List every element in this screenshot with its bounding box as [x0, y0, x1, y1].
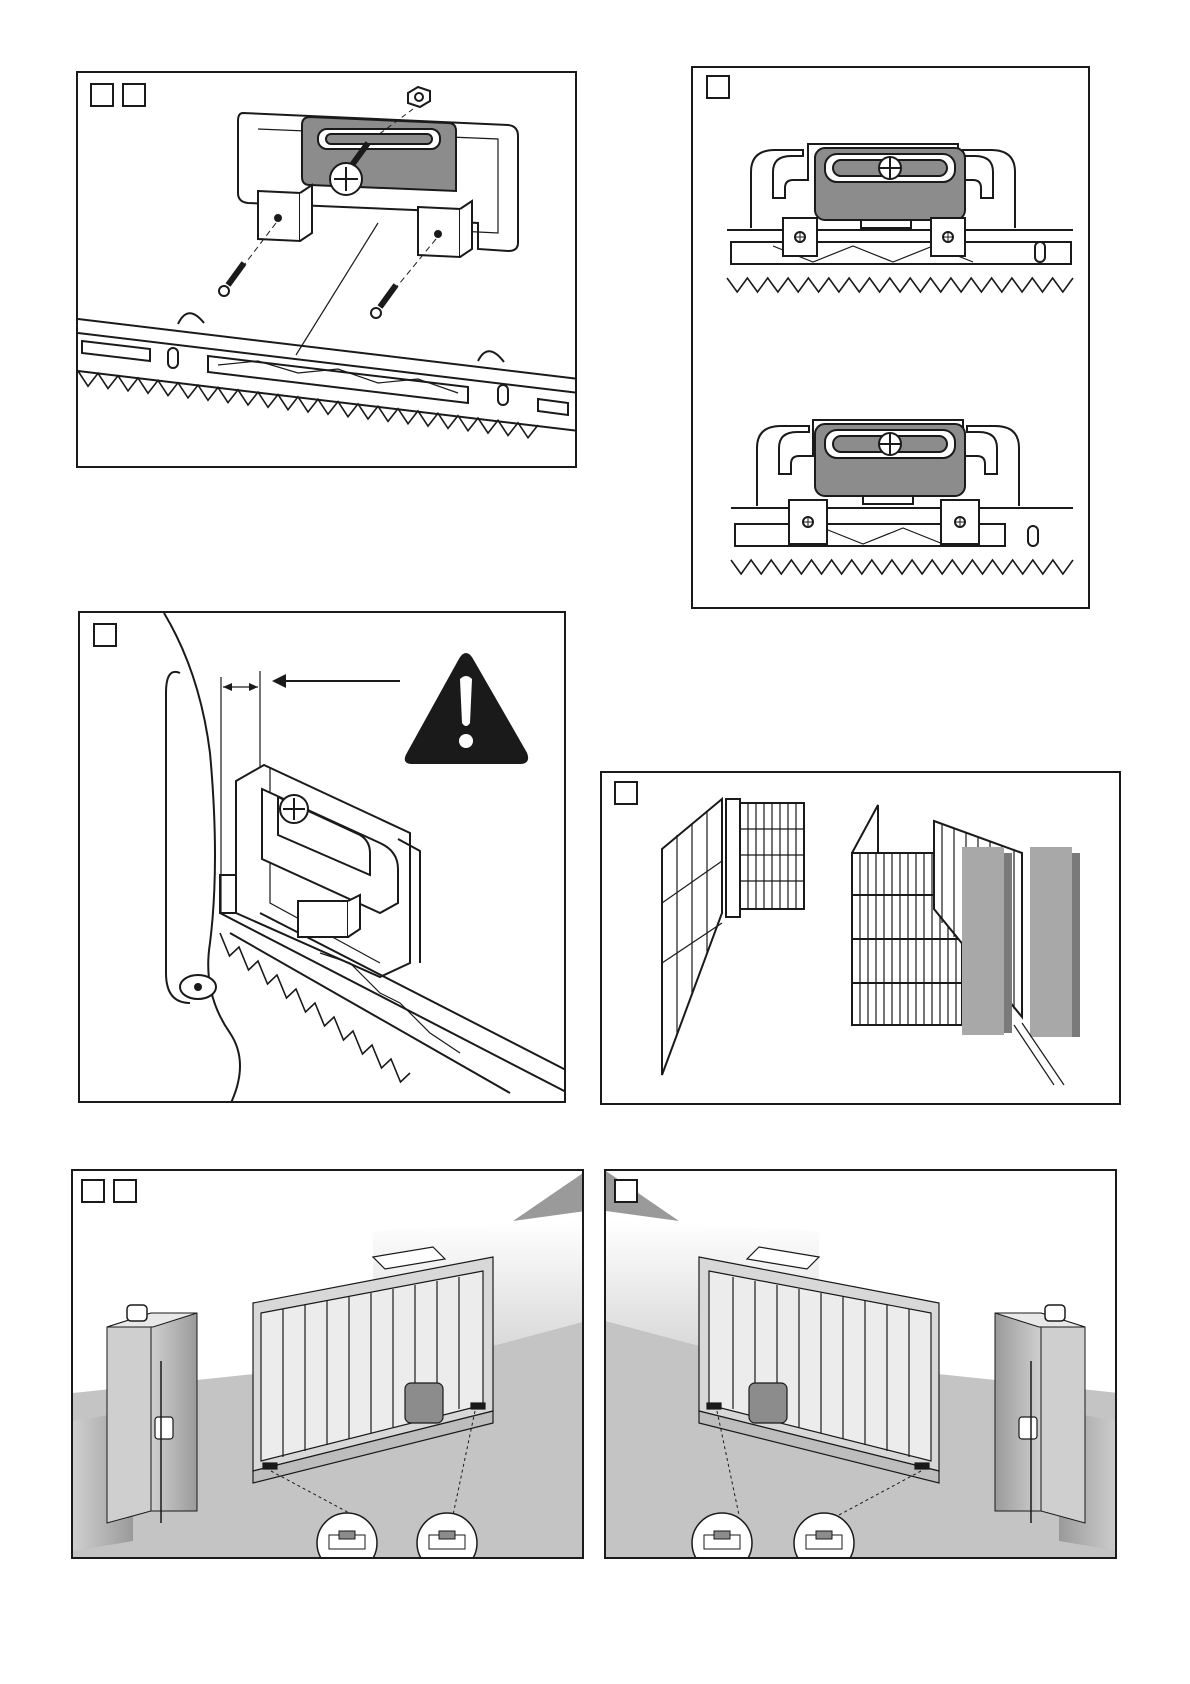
step-number-box	[90, 83, 114, 107]
panel-bracket-positions	[691, 66, 1090, 609]
install-right-drawing	[606, 1171, 1117, 1559]
bracket-position-upper	[727, 144, 1073, 292]
step-number-box	[81, 1179, 105, 1203]
step-number-box	[122, 83, 146, 107]
gate-frame-left	[662, 799, 804, 1075]
flashing-lamp-icon	[1045, 1305, 1065, 1321]
gate-motor	[749, 1383, 787, 1423]
step-number-box	[93, 623, 117, 647]
pillar-with-lamp	[107, 1305, 197, 1523]
pillar-left	[962, 847, 1004, 1035]
install-left-drawing	[73, 1171, 584, 1559]
panel-install-right	[604, 1169, 1117, 1559]
gate-frame-right	[852, 805, 1080, 1085]
gate-side-drawing	[602, 773, 1121, 1105]
bracket-positions-drawing	[693, 68, 1090, 609]
pillar-right	[1030, 847, 1072, 1037]
step-number-box	[113, 1179, 137, 1203]
screw-left	[219, 263, 244, 296]
panel-install-left	[71, 1169, 584, 1559]
gear-rack	[78, 313, 577, 438]
screw-right	[371, 285, 396, 318]
pillar-with-lamp	[995, 1305, 1085, 1523]
flashing-lamp-icon	[127, 1305, 147, 1321]
panel-limit-switch-clearance	[78, 611, 566, 1103]
limit-switch-drawing	[80, 613, 566, 1103]
hex-nut	[408, 87, 430, 107]
step-number-box	[614, 781, 638, 805]
exclamation-triangle-icon	[406, 654, 527, 763]
gate-motor	[405, 1383, 443, 1423]
bracket-assembly-drawing	[78, 73, 577, 468]
step-number-box	[614, 1179, 638, 1203]
panel-bracket-assembly	[76, 71, 577, 468]
panel-gate-side	[600, 771, 1121, 1105]
bracket-position-lower	[731, 420, 1073, 574]
step-number-box	[706, 75, 730, 99]
